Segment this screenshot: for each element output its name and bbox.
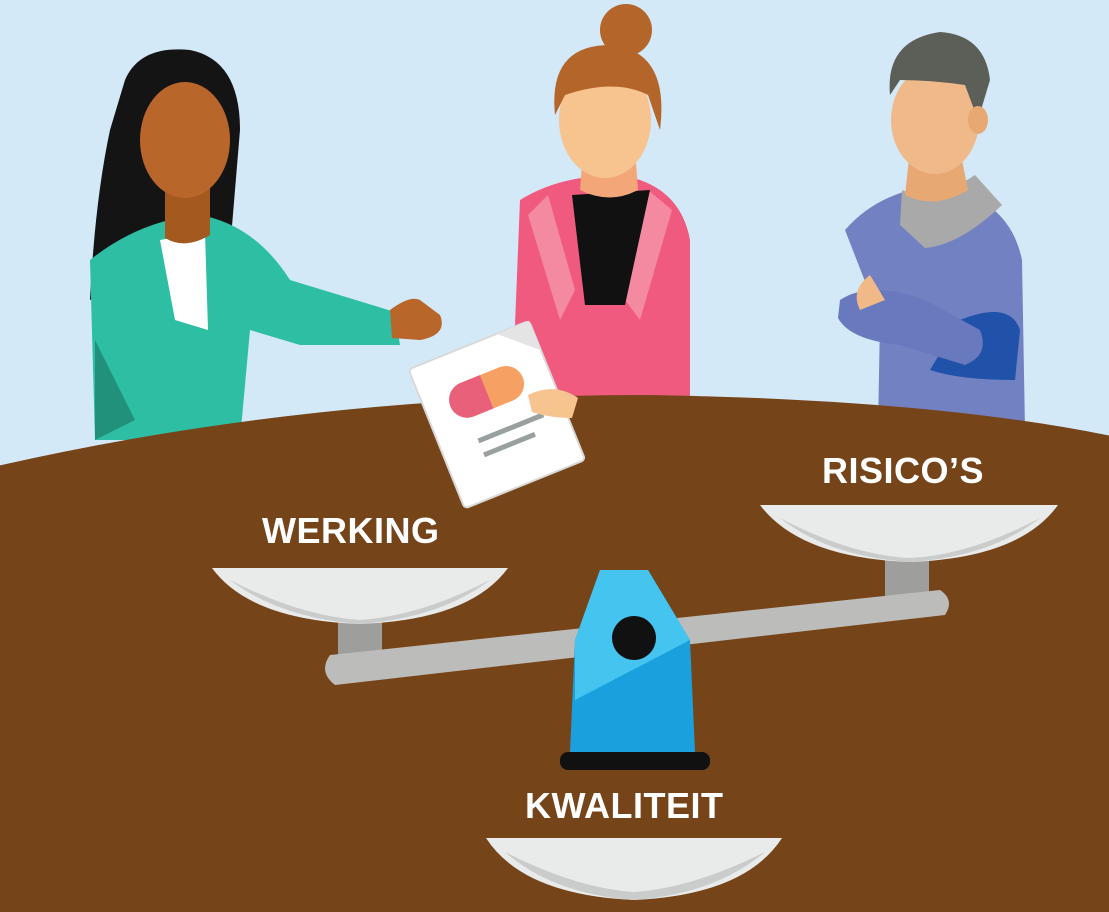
capsule-icon (449, 365, 525, 418)
woman-middle-figure (512, 4, 690, 400)
risicos-label: RISICO’S (822, 450, 985, 491)
werking-label: WERKING (262, 510, 440, 551)
man-figure (838, 32, 1025, 430)
balance-scale-icon (212, 505, 1058, 900)
kwaliteit-label: KWALITEIT (525, 785, 724, 826)
medicine-document-icon (408, 320, 586, 509)
hand (528, 389, 578, 418)
